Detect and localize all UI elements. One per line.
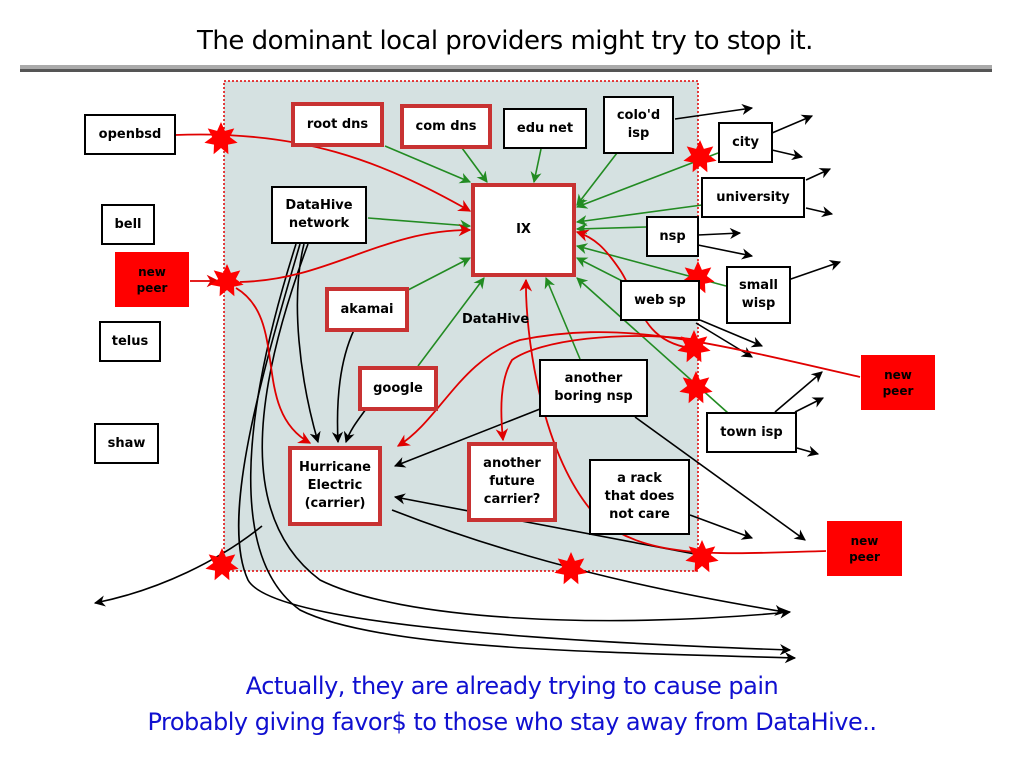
edge-rack-out [689,514,754,540]
node-a-rack[interactable]: a rack that does not care [589,459,690,535]
star-icon-wisp [681,261,715,294]
edge-datahive-out-3 [249,243,797,664]
edge-univ-out-2 [805,206,834,218]
edge-city-out-1 [771,114,814,134]
footer-line-1: Actually, they are already trying to cau… [245,672,779,700]
edge-nsp-ix [575,223,647,235]
edge-akamai-ix [407,257,471,291]
edge-town-out-2 [794,397,825,413]
node-bell[interactable]: bell [101,204,155,245]
star-icon-openbsd [204,122,238,155]
node-university[interactable]: university [701,177,805,218]
star-icon-bottom-right [685,540,719,573]
node-root-dns[interactable]: root dns [291,102,384,147]
node-hurricane-electric[interactable]: Hurricane Electric (carrier) [288,446,382,526]
edge-newpeer-left-ix [239,223,472,283]
black-edges [93,103,842,664]
star-icon-bottom-mid [554,552,588,585]
edge-boringnsp-he [393,408,541,468]
node-colod-isp[interactable]: colo'd isp [603,96,674,154]
datahive-region-label: DataHive [462,312,530,327]
node-town-isp[interactable]: town isp [706,412,797,453]
node-new-peer-right-top[interactable]: new peer [861,355,935,410]
slide-title: The dominant local providers might try t… [197,26,813,56]
node-openbsd[interactable]: openbsd [84,114,176,155]
edge-newpeer-rt-future [495,335,701,442]
node-small-wisp[interactable]: small wisp [726,266,791,324]
node-edu-net[interactable]: edu net [503,108,587,149]
footer-line-2: Probably giving favor$ to those who stay… [147,708,877,736]
node-datahive-network[interactable]: DataHive network [271,186,367,244]
node-shaw[interactable]: shaw [94,423,159,464]
edge-wisp-out [787,260,842,281]
star-icon-bottom-left [205,548,239,581]
edge-univ-out-1 [805,168,832,181]
edge-comdns-ix [461,147,488,183]
node-com-dns[interactable]: com dns [400,104,492,149]
edge-datahive-ix [367,217,472,231]
node-new-peer-left[interactable]: new peer [115,252,189,307]
edge-nsp-out-2 [697,244,754,260]
edge-websp-out-1 [699,319,764,348]
edge-newpeer-rb-ix-2 [575,229,691,349]
title-rule-shadow [20,69,992,72]
edge-akamai-he [331,329,355,444]
title-rule [20,65,992,69]
edge-datahive-out-2 [261,243,792,622]
edge-nsp-out-1 [697,227,742,240]
node-another-future-carrier[interactable]: another future carrier? [467,442,557,522]
edge-newpeer-rt-he [396,331,861,447]
node-nsp[interactable]: nsp [646,216,699,257]
edge-edunet-ix [530,148,542,184]
node-google[interactable]: google [358,366,438,411]
edge-google-he [343,408,367,444]
edge-he-out-right [391,509,787,616]
edge-rack-he [393,493,701,556]
star-icon-town [679,371,713,404]
node-new-peer-right-bottom[interactable]: new peer [827,521,902,576]
edge-newpeer-left-he [235,287,312,444]
node-city[interactable]: city [718,122,773,163]
star-icon-newpeer-left [210,264,244,297]
green-edges [367,145,729,414]
edge-town-out-3 [796,445,820,457]
edge-boringnsp-out [634,416,806,541]
edge-university-ix [575,204,703,227]
star-icon-city [683,140,717,173]
star-icon-websp [677,330,711,363]
edge-colod-ix [576,152,618,206]
edge-rootdns-ix [384,145,472,184]
block-stars [204,122,719,585]
node-web-sp[interactable]: web sp [620,280,700,321]
node-akamai[interactable]: akamai [325,287,409,332]
node-telus[interactable]: telus [99,321,161,362]
node-ix[interactable]: IX [471,183,576,277]
edge-colod-out [674,103,754,120]
edge-town-out-1 [774,371,823,413]
edge-google-ix [417,277,485,367]
edge-boringnsp-ix [544,276,581,360]
node-another-boring-nsp[interactable]: another boring nsp [539,359,648,417]
edge-he-out-left [93,525,263,607]
edge-city-out-2 [771,149,804,161]
